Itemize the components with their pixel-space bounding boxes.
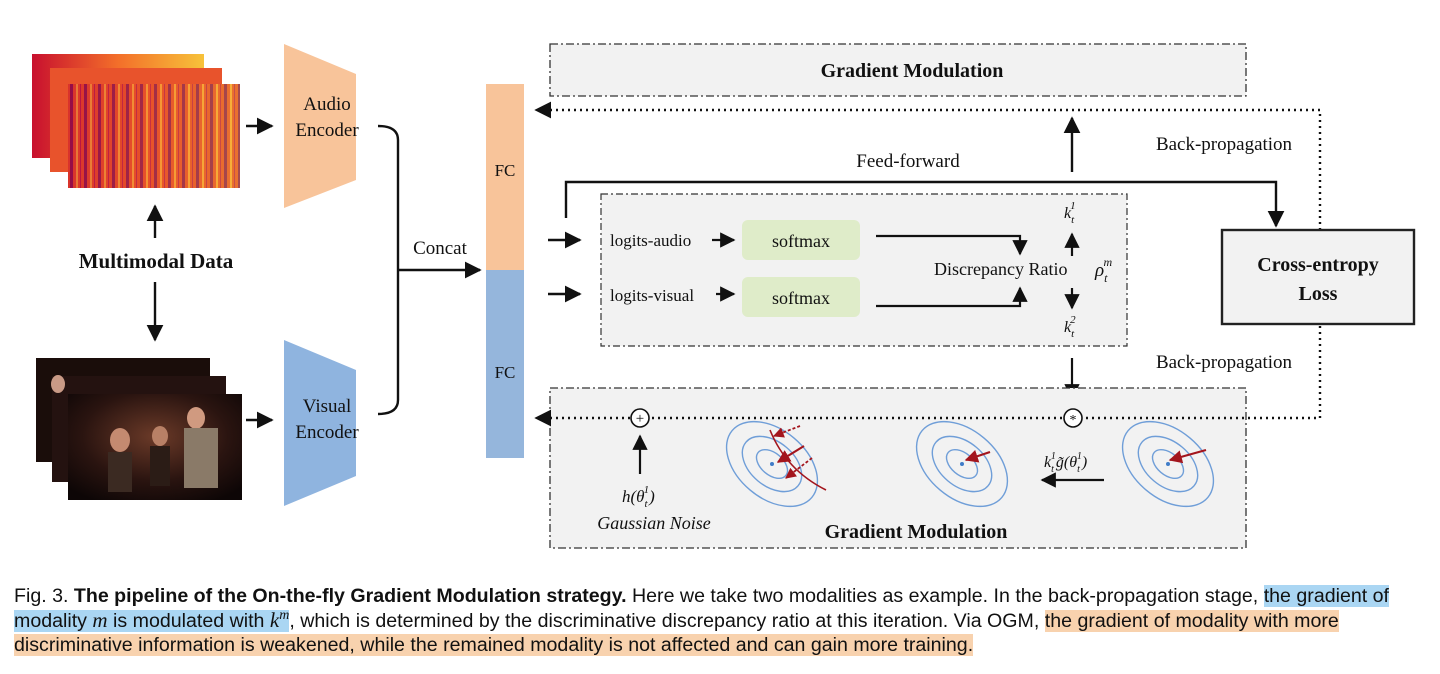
caption-part2: , which is determined by the discriminat… xyxy=(289,610,1040,632)
caption-hl-blue-text-1: the gradient of modality xyxy=(14,585,1389,632)
concat-label: Concat xyxy=(413,238,468,259)
cross-entropy-loss-block xyxy=(1220,228,1416,326)
multimodal-data-label: Multimodal Data xyxy=(79,249,234,273)
audio-encoder-label-2: Encoder xyxy=(295,120,359,141)
feed-forward-label: Feed-forward xyxy=(856,151,960,172)
add-node xyxy=(630,408,650,428)
back-propagation-bottom-label: Back-propagation xyxy=(1156,352,1293,373)
cross-entropy-label-1: Cross-entropy xyxy=(1257,254,1378,276)
diagram-canvas: Audio Encoder Visual Encoder Multimodal … xyxy=(32,43,1416,549)
softmax-visual-to-ratio-arrow xyxy=(876,286,1028,308)
back-propagation-top-path xyxy=(534,101,1322,230)
audio-spectrogram-stack xyxy=(32,54,240,188)
caption-var-k-sup: m xyxy=(279,608,290,623)
concat-bracket xyxy=(377,124,400,416)
caption-fig-label: Fig. 3. xyxy=(14,585,69,607)
logits-audio-label: logits-audio xyxy=(610,231,691,250)
caption-title: The pipeline of the On-the-fly Gradient … xyxy=(73,585,627,607)
discrepancy-ratio-label: Discrepancy Ratio xyxy=(934,259,1067,279)
fc-audio-block xyxy=(486,84,524,270)
gaussian-noise-label: Gaussian Noise xyxy=(597,513,711,533)
caption-part1: Here we take two modalities as example. … xyxy=(632,585,1259,607)
multiply-node xyxy=(1063,408,1083,428)
audio-encoder-block xyxy=(284,44,356,208)
audio-encoder-label-1: Audio xyxy=(303,94,351,115)
softmax-visual-block xyxy=(742,277,860,317)
softmax-audio-to-ratio-arrow xyxy=(876,234,1028,256)
fc-visual-block xyxy=(486,270,524,458)
add-symbol: + xyxy=(636,411,644,427)
softmax-audio-label: softmax xyxy=(772,231,830,251)
gradient-modulation-top-panel xyxy=(549,43,1247,97)
contour-plot-left xyxy=(725,420,827,508)
visual-encoder-label-2: Encoder xyxy=(295,422,359,443)
softmax-audio-block xyxy=(742,220,860,260)
cross-entropy-label-2: Loss xyxy=(1299,283,1338,305)
softmax-visual-label: softmax xyxy=(772,288,830,308)
k2-symbol: kt2 xyxy=(1064,314,1076,340)
caption-hl-blue-text-2: is modulated with xyxy=(113,610,265,632)
k1-symbol: kt1 xyxy=(1064,200,1076,226)
visual-frame-stack xyxy=(36,358,242,500)
feed-forward-path xyxy=(564,180,1285,228)
multiply-symbol: * xyxy=(1070,413,1077,428)
gradient-modulation-top-label: Gradient Modulation xyxy=(821,60,1004,82)
caption-var-k: km xyxy=(270,608,289,632)
visual-encoder-label-1: Visual xyxy=(303,396,351,417)
contour-plot-middle xyxy=(915,420,1009,508)
contour-plot-right xyxy=(1121,420,1215,508)
logits-visual-label: logits-visual xyxy=(610,286,694,305)
caption-var-m: m xyxy=(92,608,108,632)
back-propagation-bottom-path-right xyxy=(1084,326,1322,420)
gradient-modulation-bottom-label: Gradient Modulation xyxy=(825,521,1008,543)
figure-caption: Fig. 3. The pipeline of the On-the-fly G… xyxy=(14,584,1426,657)
h-theta-symbol: h(θt1) xyxy=(622,484,655,510)
visual-encoder-block xyxy=(284,340,356,506)
caption-var-k-base: k xyxy=(269,608,280,632)
fc-visual-label: FC xyxy=(495,363,516,382)
fc-audio-label: FC xyxy=(495,161,516,180)
discrepancy-panel xyxy=(600,193,1128,347)
gradient-modulation-bottom-panel xyxy=(549,387,1247,549)
back-propagation-top-label: Back-propagation xyxy=(1156,134,1293,155)
